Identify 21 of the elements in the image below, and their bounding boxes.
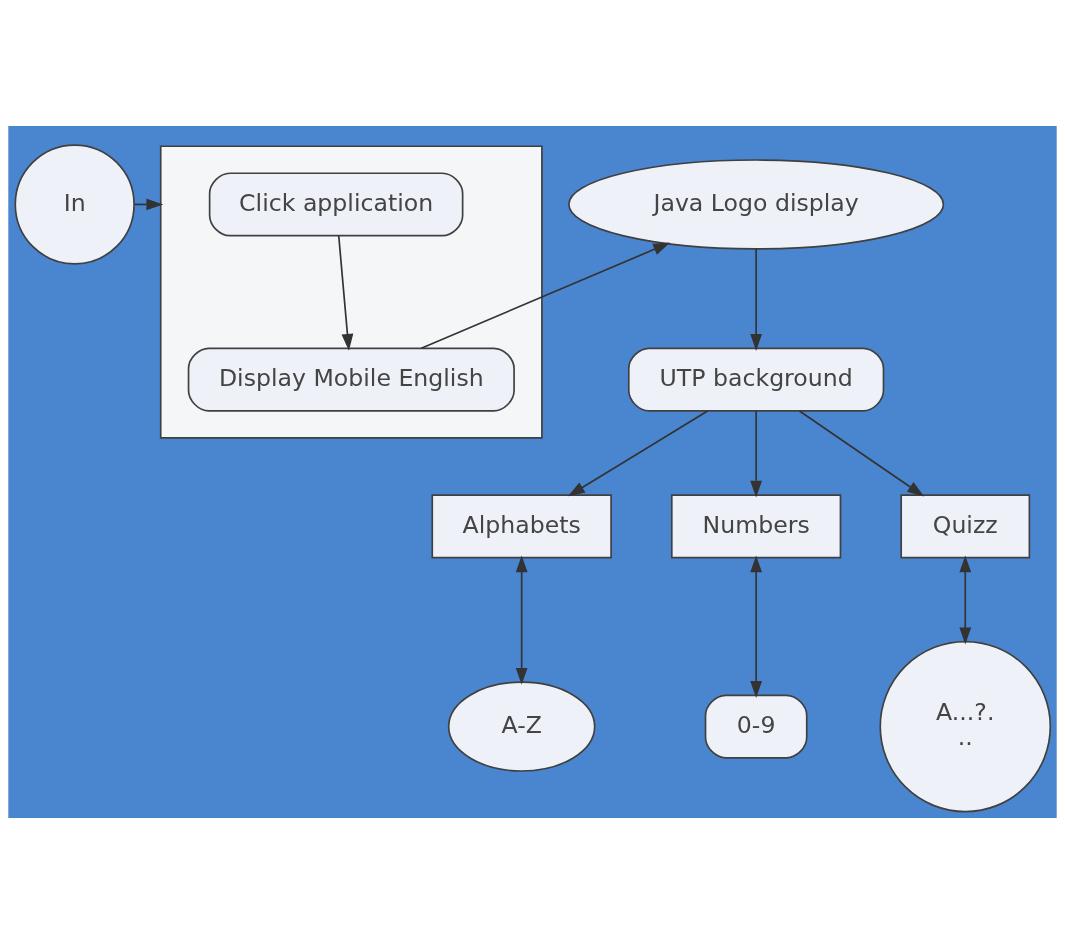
node-circle: A...?. .. <box>879 640 1052 812</box>
node-box: Alphabets <box>431 493 612 558</box>
node-box: Click application <box>208 171 464 236</box>
node-circle: In <box>14 143 135 265</box>
arrow <box>750 554 763 698</box>
arrow <box>515 554 528 685</box>
node-box: UTP background <box>627 347 885 412</box>
node-box: 0-9 <box>704 694 808 759</box>
arrow <box>798 409 925 496</box>
node-box: Numbers <box>670 493 842 558</box>
arrow <box>959 554 972 644</box>
node-box: Display Mobile English <box>187 347 515 412</box>
node-box: Quizz <box>900 493 1031 558</box>
arrow <box>750 247 763 351</box>
arrow <box>750 409 763 498</box>
node-ellipse: Java Logo display <box>568 158 945 250</box>
node-ellipse: A-Z <box>447 680 596 772</box>
arrow <box>420 242 671 349</box>
arrow <box>568 409 709 496</box>
arrow <box>337 234 354 351</box>
cluster <box>159 144 543 439</box>
